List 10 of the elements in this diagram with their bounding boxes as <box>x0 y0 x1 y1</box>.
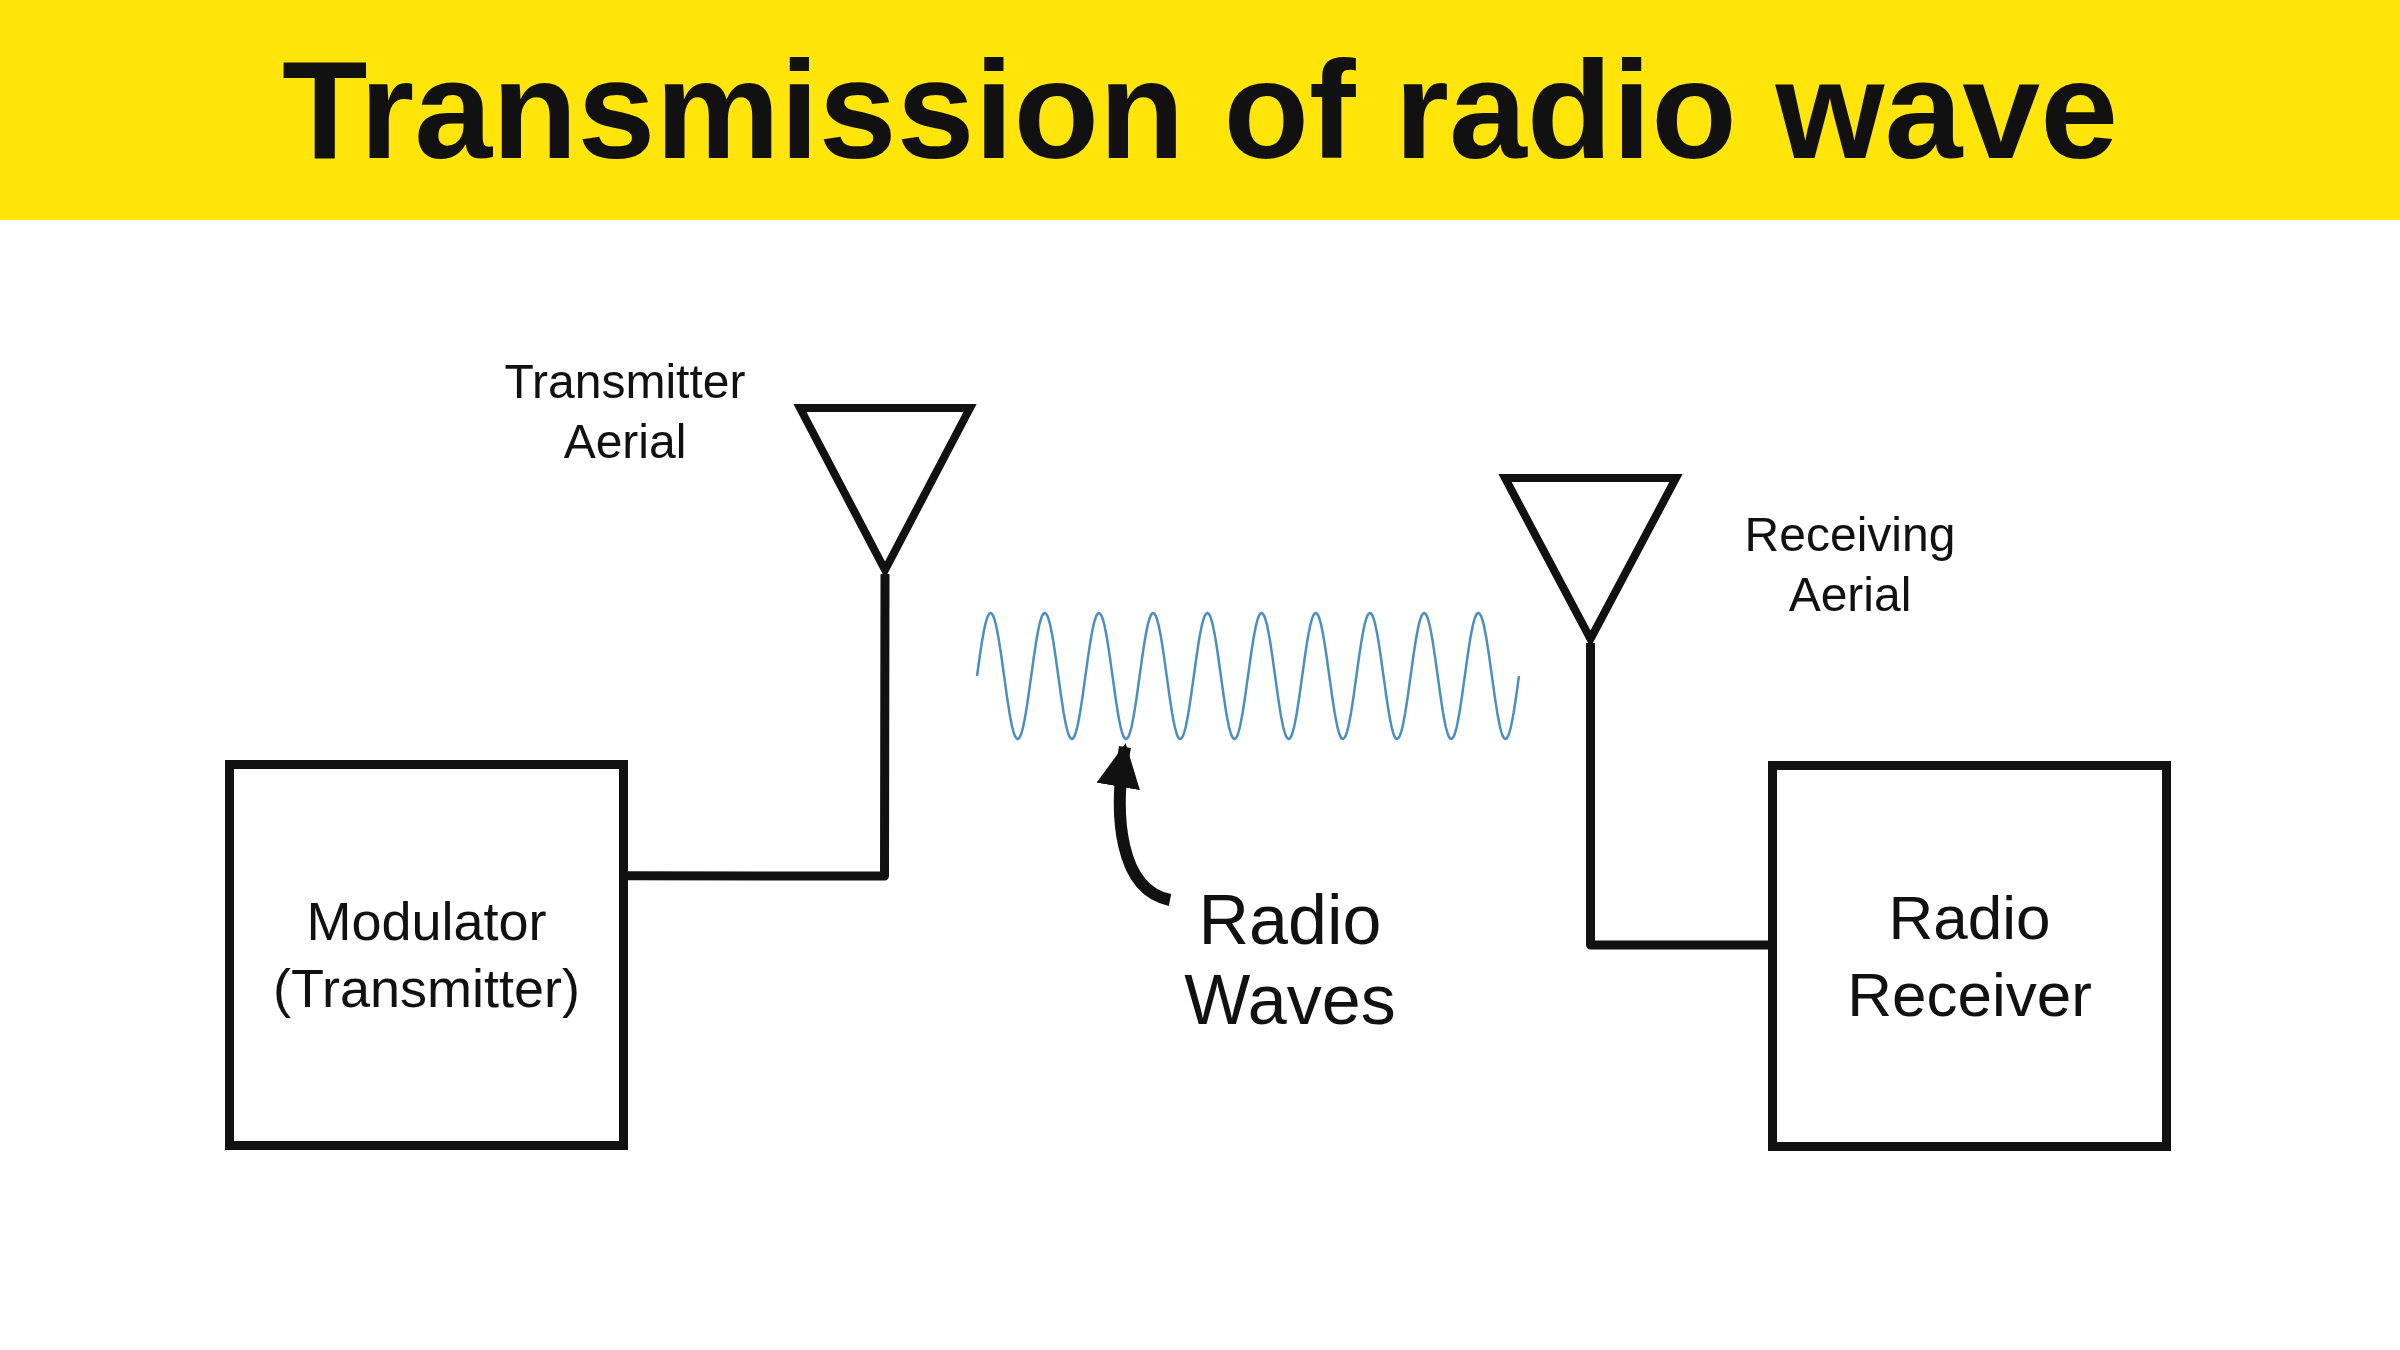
block-label: Radio Receiver <box>1846 881 2093 1031</box>
antenna-label: Receiving Aerial <box>1743 507 1957 623</box>
connecting-wire <box>628 574 890 881</box>
title: Transmission of radio wave <box>281 30 2119 190</box>
block-label: Modulator (Transmitter) <box>272 889 581 1020</box>
block-box <box>1768 761 2171 1151</box>
block-box <box>225 760 628 1150</box>
callout-label: Radio Waves <box>1170 880 1410 1040</box>
antenna-label: Transmitter Aerial <box>503 354 747 470</box>
connecting-wire <box>1586 643 1768 950</box>
